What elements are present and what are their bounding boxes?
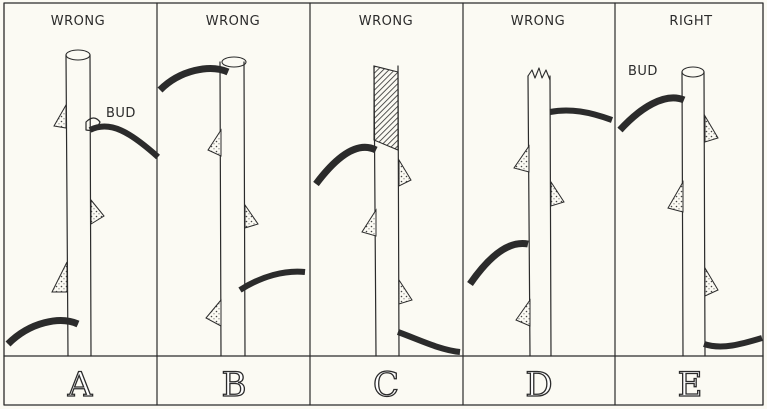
panel-a-bud-label: BUD — [106, 106, 136, 121]
panel-a-heading: WRONG — [51, 14, 105, 29]
panel-d-top-shoot — [550, 110, 612, 120]
panel-a-bud-branch — [86, 118, 158, 157]
panel-a-stem — [66, 50, 91, 356]
panel-a-thorns — [52, 105, 104, 292]
panel-b-heading: WRONG — [206, 14, 260, 29]
panel-e-bud-label: BUD — [628, 64, 658, 79]
panel-d-thorns — [514, 146, 564, 326]
panel-a-letter: A — [67, 365, 93, 405]
panel-b-thorns — [206, 130, 258, 326]
panel-d-heading: WRONG — [511, 14, 565, 29]
panel-d-stem — [528, 68, 551, 356]
panel-b-lower-shoot — [240, 272, 305, 290]
panel-c-lower-shoot — [398, 332, 460, 352]
panel-c-thorns — [362, 160, 412, 304]
panel-b-letter: B — [222, 365, 247, 405]
panel-c-stem — [374, 66, 399, 356]
panel-c-heading: WRONG — [359, 14, 413, 29]
panel-b-stem — [220, 57, 246, 356]
panel-c-letter: C — [373, 365, 399, 405]
panel-e-letter: E — [678, 365, 703, 405]
panel-d-mid-shoot — [470, 243, 528, 284]
panel-e-lower-shoot — [704, 338, 762, 346]
panel-d-letter: D — [525, 365, 552, 405]
panel-e-thorns — [668, 116, 718, 296]
panel-e-stem — [682, 67, 705, 356]
panel-e-bud-shoot — [620, 98, 684, 130]
panel-e-heading: RIGHT — [669, 14, 712, 29]
panel-c-bud-shoot — [316, 147, 376, 184]
panel-b-top-shoot — [160, 69, 228, 90]
